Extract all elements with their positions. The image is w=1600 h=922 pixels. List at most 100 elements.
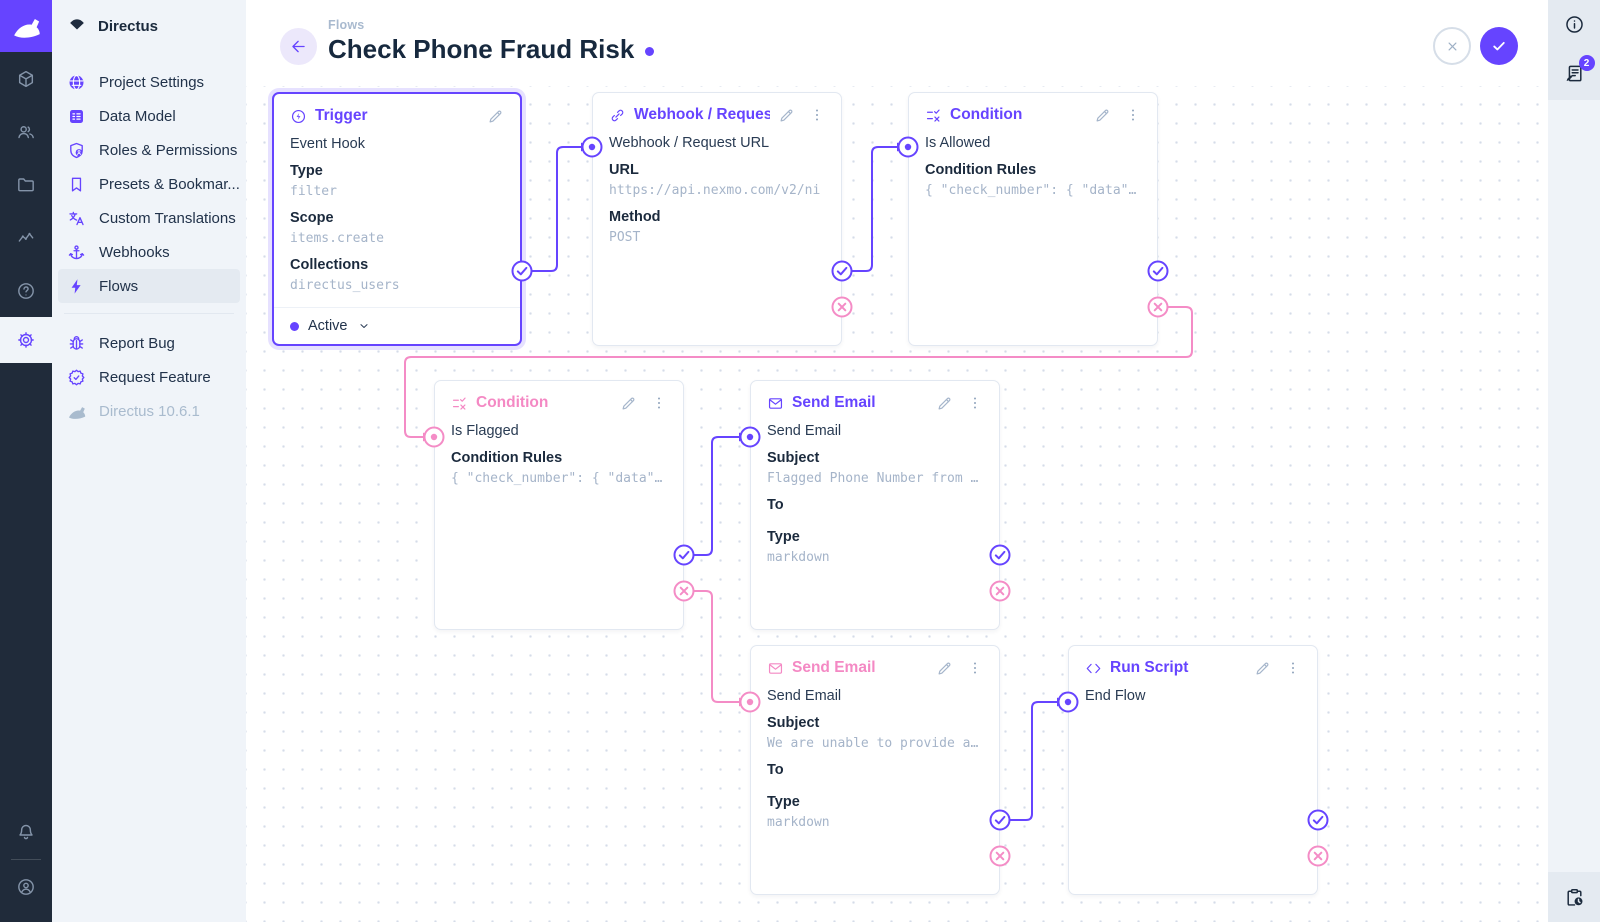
sidebar-item-presets-bookmar-[interactable]: Presets & Bookmar... <box>58 167 240 201</box>
panel-menu-button[interactable] <box>967 395 983 411</box>
module-files[interactable] <box>0 158 52 211</box>
field-label: Scope <box>290 210 334 226</box>
panel-title: Condition <box>950 106 1023 123</box>
rule-icon <box>925 107 942 124</box>
right-rail: 2 <box>1548 0 1600 922</box>
field-value: Flagged Phone Number from … <box>767 471 979 486</box>
panel-header: Send Email <box>767 394 983 412</box>
kebab-icon <box>974 397 976 409</box>
kebab-icon <box>974 662 976 674</box>
sidebar-item-flows[interactable]: Flows <box>58 269 240 303</box>
rule-icon <box>451 395 468 412</box>
gear-icon <box>18 332 34 348</box>
sidebar-item-label: Webhooks <box>99 243 170 261</box>
panel-menu-button[interactable] <box>809 107 825 123</box>
module-content[interactable] <box>0 52 52 105</box>
panel-edit-button[interactable] <box>936 660 953 677</box>
close-icon <box>1447 41 1457 51</box>
panel-summary: Is Allowed <box>925 135 991 151</box>
pencil-icon <box>938 662 951 674</box>
panel-title: Run Script <box>1110 659 1189 676</box>
module-settings[interactable] <box>0 317 52 363</box>
cancel-button[interactable] <box>1433 27 1471 65</box>
mail-icon <box>768 662 783 674</box>
sidebar-item-custom-translations[interactable]: Custom Translations <box>58 201 240 235</box>
panel-menu-button[interactable] <box>1285 660 1301 676</box>
save-button[interactable] <box>1480 27 1518 65</box>
arrow-left-icon <box>292 40 305 53</box>
rule-icon <box>926 109 940 122</box>
sidebar-item-request-feature[interactable]: Request Feature <box>58 360 240 394</box>
directus-logo[interactable] <box>0 0 52 52</box>
account-icon <box>18 879 34 895</box>
panel-menu-button[interactable] <box>1125 107 1141 123</box>
panel-menu-button[interactable] <box>967 660 983 676</box>
panel-summary: Send Email <box>767 688 842 704</box>
panel-edit-button[interactable] <box>936 395 953 412</box>
mail-icon <box>767 660 784 677</box>
back-button[interactable] <box>280 28 317 65</box>
sidebar-item-project-settings[interactable]: Project Settings <box>58 65 240 99</box>
panel-edit-button[interactable] <box>778 107 795 124</box>
sidebar-item-label: Data Model <box>99 107 176 125</box>
pencil-icon <box>780 109 793 121</box>
pencil-icon <box>489 110 502 122</box>
module-docs[interactable] <box>0 264 52 317</box>
field-label: Type <box>767 794 800 810</box>
panel-summary: Send Email <box>767 423 842 439</box>
panel-summary: Webhook / Request URL <box>609 135 770 151</box>
sidebar-item-label: Project Settings <box>99 73 205 91</box>
status-dot <box>290 321 299 331</box>
bolt-circle-icon <box>290 108 307 125</box>
panel-menu-button[interactable] <box>651 395 667 411</box>
field-label: To <box>767 497 784 513</box>
panel-header: Send Email <box>767 659 983 677</box>
link-icon <box>609 107 626 124</box>
module-users[interactable] <box>0 105 52 158</box>
close-icon <box>1444 38 1461 55</box>
panel-edit-button[interactable] <box>1094 107 1111 124</box>
pencil-icon <box>622 397 635 409</box>
project-header[interactable]: Directus <box>52 0 246 52</box>
field-value: POST <box>609 230 641 245</box>
check-icon <box>1490 37 1508 55</box>
panel-edit-button[interactable] <box>1254 660 1271 677</box>
panel-edit-button[interactable] <box>620 395 637 412</box>
notifications[interactable] <box>0 809 52 855</box>
header-text: Flows Check Phone Fraud Risk <box>328 18 655 64</box>
sidebar-item-data-model[interactable]: Data Model <box>58 99 240 133</box>
version-label: Directus 10.6.1 <box>58 394 240 428</box>
directus-rabbit-icon <box>14 19 40 38</box>
notes-sidebar-button[interactable]: 2 <box>1564 55 1595 84</box>
account[interactable] <box>0 864 52 910</box>
panel-edit-button[interactable] <box>487 108 504 125</box>
code-icon <box>1086 663 1101 673</box>
revisions-sidebar-button[interactable] <box>1564 887 1585 908</box>
sidebar-item-report-bug[interactable]: Report Bug <box>58 326 240 360</box>
link-icon <box>611 109 624 121</box>
seal-check-icon <box>68 369 85 385</box>
pencil-icon <box>938 397 951 409</box>
info-sidebar-button[interactable] <box>1564 14 1585 35</box>
sidebar-item-roles-permissions[interactable]: Roles & Permissions <box>58 133 240 167</box>
kebab-icon <box>658 397 660 409</box>
panel-header: Trigger <box>290 107 504 125</box>
panel-summary: Event Hook <box>290 136 365 152</box>
trigger-status[interactable]: Active <box>274 307 520 344</box>
flow-panel-webhook[interactable]: Webhook / Request URLWebhook / Request U… <box>592 92 842 346</box>
module-insights[interactable] <box>0 211 52 264</box>
panel-header: Run Script <box>1085 659 1301 677</box>
sidebar-item-webhooks[interactable]: Webhooks <box>58 235 240 269</box>
